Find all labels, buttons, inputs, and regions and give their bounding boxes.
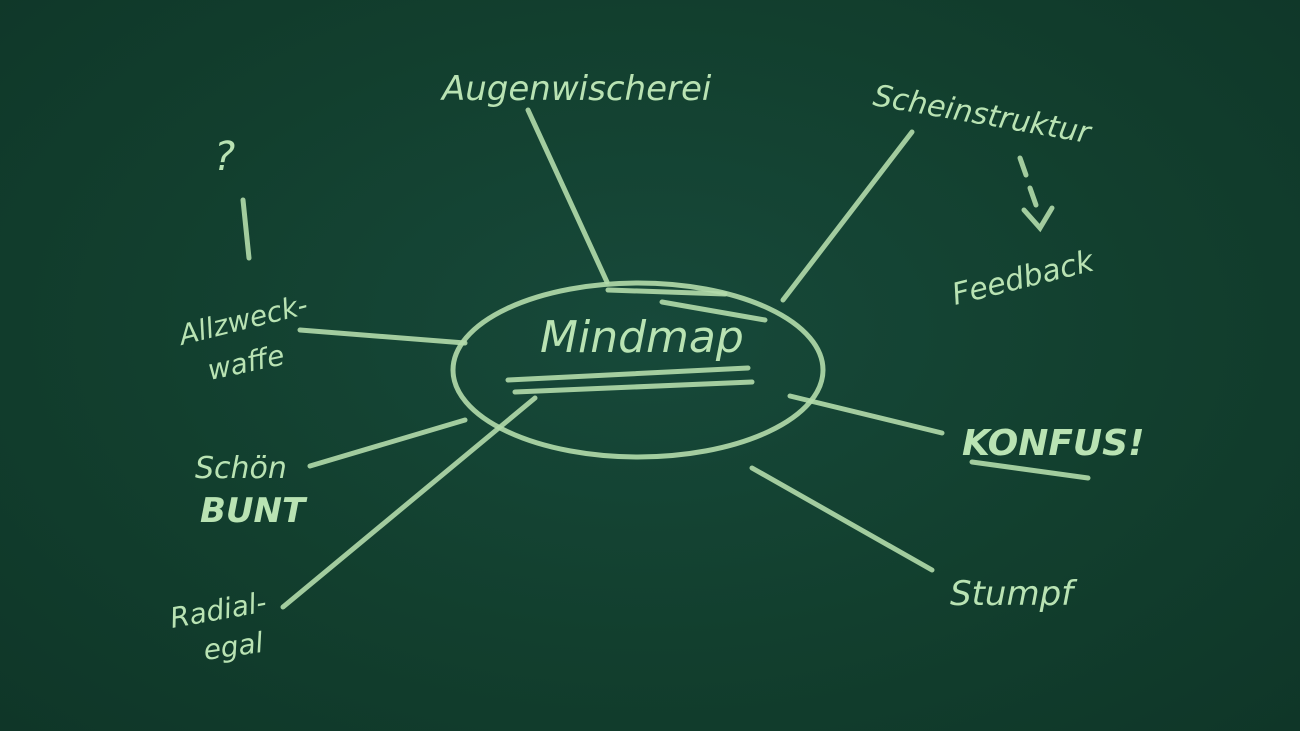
label-feedback: Feedback: [948, 243, 1098, 312]
label-question: ?: [214, 134, 235, 180]
label-waffe: waffe: [205, 338, 288, 386]
connector-left-1: [297, 327, 468, 346]
label-stumpf: Stumpf: [950, 574, 1078, 614]
konfus-underline: [969, 459, 1091, 481]
center-overline: [605, 287, 768, 323]
label-augenwischerei: Augenwischerei: [440, 69, 712, 109]
connector-left-2: [307, 417, 468, 469]
label-bunt: BUNT: [200, 491, 308, 531]
connector-top: [525, 107, 610, 285]
center-ellipse: [450, 280, 826, 460]
center-label: Mindmap: [540, 312, 744, 363]
arrow-dashed-icon: [1017, 155, 1055, 233]
label-konfus: KONFUS!: [962, 423, 1145, 464]
connector-question: [240, 197, 252, 261]
connector-top-right: [780, 129, 915, 303]
label-schoen: Schön: [195, 451, 287, 486]
center-underline: [505, 365, 755, 395]
connector-left-3: [280, 395, 538, 610]
label-allzweck: Allzweck-: [174, 288, 311, 352]
label-egal: egal: [201, 626, 265, 667]
connector-right: [787, 393, 945, 436]
connector-bottom-right: [749, 465, 935, 573]
